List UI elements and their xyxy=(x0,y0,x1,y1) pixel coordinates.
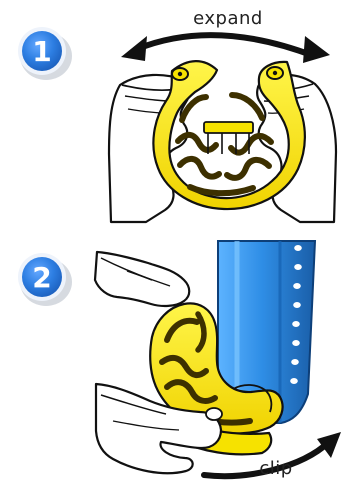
clip-label: clip xyxy=(259,458,292,479)
step-1-number: 1 xyxy=(32,35,51,68)
step-2: 2 xyxy=(18,241,341,479)
step-2-badge: 2 xyxy=(18,253,72,306)
step-2-upper-hand xyxy=(95,252,189,306)
step-2-number: 2 xyxy=(32,261,51,294)
expand-arrow xyxy=(121,35,330,63)
step-1-badge: 1 xyxy=(18,27,72,80)
expand-label: expand xyxy=(193,8,263,29)
step-1: 1 expand xyxy=(18,8,336,222)
